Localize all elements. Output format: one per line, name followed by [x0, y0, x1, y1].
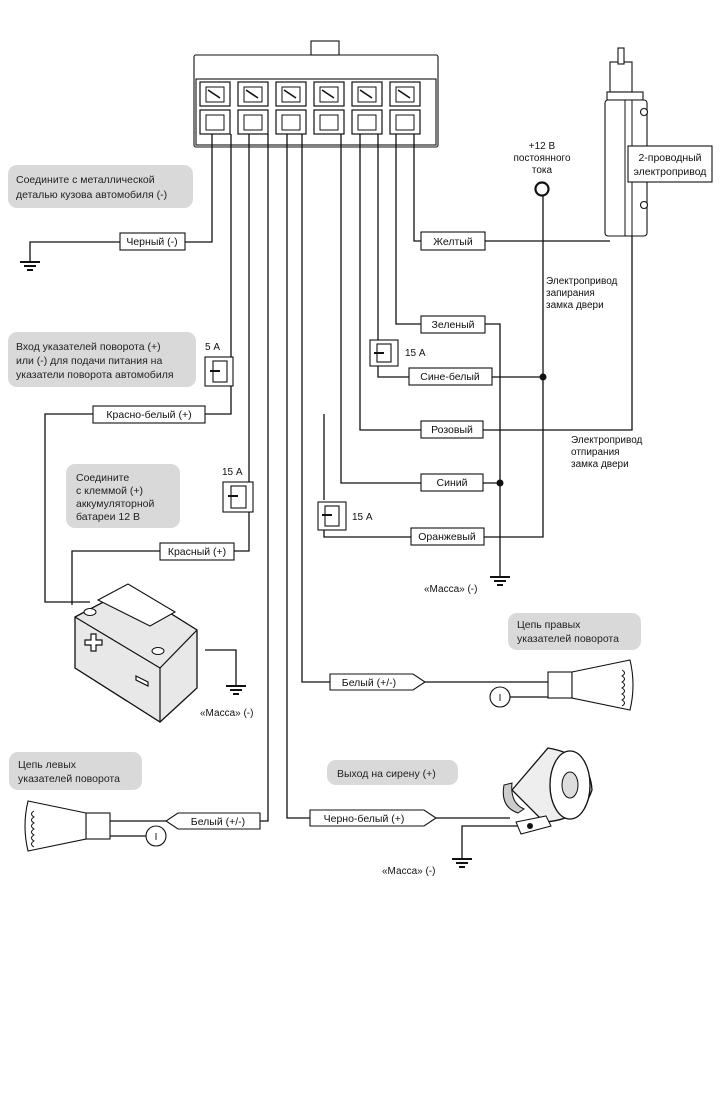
connector-pin-mark: [397, 89, 411, 99]
svg-text:указателей поворота: указателей поворота: [517, 633, 619, 645]
connector-pin-socket: [395, 114, 415, 131]
wire-blue-white-label: Сине-белый: [420, 371, 480, 383]
svg-text:аккумуляторной: аккумуляторной: [76, 498, 154, 510]
svg-text:Вход указателей поворота (+): Вход указателей поворота (+): [16, 341, 161, 353]
lock-label-line3: замка двери: [546, 300, 604, 311]
right-lamp-i-label: I: [499, 693, 502, 704]
svg-text:Выход на сирену (+): Выход на сирену (+): [337, 768, 436, 780]
fuse-15a-orange: 15 А: [317, 501, 373, 531]
note-left-turn: Цепь левых указателей поворота: [9, 752, 142, 790]
junction-dot: [539, 373, 547, 381]
plus12-label-line2: постоянного: [513, 153, 570, 164]
wire-green-label: Зеленый: [431, 319, 474, 331]
battery-terminal-plus: [83, 608, 97, 616]
ground-symbols: «Масса» (-) «Масса» (-) «Масса» (-): [20, 261, 520, 877]
svg-text:указателей поворота: указателей поворота: [18, 773, 120, 785]
battery: [74, 583, 198, 723]
svg-text:батареи 12 В: батареи 12 В: [76, 511, 140, 523]
wire-yellow-label: Желтый: [433, 236, 473, 248]
connector-pin-mark: [359, 89, 373, 99]
fuse-5a-label: 5 А: [205, 342, 220, 353]
ground-icon: [20, 261, 40, 271]
minus-icon: [135, 675, 149, 687]
svg-text:Цепь правых: Цепь правых: [517, 619, 581, 631]
connector-pin-mark: [207, 89, 221, 99]
unlock-label-line3: замка двери: [571, 459, 629, 470]
wire-red-label: Красный (+): [168, 546, 226, 558]
note-right-turn: Цепь правых указателей поворота: [508, 613, 641, 650]
connector-pin-socket: [319, 114, 339, 131]
left-lamp-i-label: I: [155, 832, 158, 843]
ground-icon: [452, 825, 520, 868]
wires: [29, 134, 633, 822]
right-turn-lamp: I: [425, 659, 634, 711]
note-siren: Выход на сирену (+): [327, 760, 458, 785]
connector-pin-socket: [205, 114, 225, 131]
connector-pin-socket: [281, 114, 301, 131]
fuses: 5 А 15 А 15 А 15 А: [204, 339, 426, 531]
wire-black-label: Черный (-): [126, 236, 177, 248]
battery-terminal-minus: [151, 647, 165, 655]
plus-icon: [84, 633, 103, 652]
fuse-5a: 5 А: [204, 342, 234, 387]
ground-icon: [205, 649, 246, 695]
connector-pin-mark: [321, 89, 335, 99]
siren: [440, 747, 593, 835]
note-turn-input: Вход указателей поворота (+) или (-) для…: [8, 332, 196, 387]
unlock-label-line2: отпирания: [571, 447, 620, 458]
plus12-label-line1: +12 В: [529, 141, 556, 152]
svg-text:деталью кузова автомобиля (-): деталью кузова автомобиля (-): [16, 189, 167, 201]
fuse-15a-blue-white-label: 15 А: [405, 348, 426, 359]
connector-pin-socket: [243, 114, 263, 131]
ground-label: «Масса» (-): [424, 584, 477, 595]
wire-pink-label: Розовый: [431, 424, 473, 436]
fuse-15a-blue-white: 15 А: [369, 339, 426, 367]
actuator-label-line1: 2-проводный: [638, 152, 701, 164]
connector-pin-mark: [245, 89, 259, 99]
door-actuator: 2-проводный электропривод: [604, 47, 713, 237]
svg-text:Соедините: Соедините: [76, 472, 129, 484]
left-turn-lamp: I: [24, 800, 167, 852]
wire-black-white-label: Черно-белый (+): [324, 813, 405, 825]
main-connector: [193, 40, 439, 148]
svg-text:Соедините с металлической: Соедините с металлической: [16, 174, 155, 186]
ground-label: «Масса» (-): [382, 866, 435, 877]
wire-white-right-label: Белый (+/-): [342, 677, 396, 689]
note-battery: Соедините с клеммой (+) аккумуляторной б…: [66, 464, 180, 528]
svg-text:указатели поворота автомобиля: указатели поворота автомобиля: [16, 369, 174, 381]
wire-white-left-label: Белый (+/-): [191, 816, 245, 828]
wire-orange-label: Оранжевый: [418, 531, 476, 543]
svg-text:или (-) для подачи питания на: или (-) для подачи питания на: [16, 355, 162, 367]
note-ground-body: Соедините с металлической деталью кузова…: [8, 165, 193, 208]
ground-icon: [490, 576, 510, 586]
connector-pin-socket: [357, 114, 377, 131]
power-terminal: [534, 181, 550, 197]
actuator-label-line2: электропривод: [634, 166, 707, 178]
lock-label-line1: Электропривод: [546, 276, 618, 287]
wire-labels: Черный (-) Красно-белый (+) Красный (+) …: [92, 231, 493, 830]
fuse-15a-red-label: 15 А: [222, 467, 243, 478]
fuse-15a-red: 15 А: [222, 467, 254, 513]
fuse-15a-orange-label: 15 А: [352, 512, 373, 523]
unlock-label-line1: Электропривод: [571, 435, 643, 446]
junction-dot: [496, 479, 504, 487]
lock-label-line2: запирания: [546, 288, 595, 299]
plus12-label-line3: тока: [532, 165, 553, 176]
connector-pin-mark: [283, 89, 297, 99]
svg-text:Цепь левых: Цепь левых: [18, 759, 77, 771]
ground-label: «Масса» (-): [200, 708, 253, 719]
wire-red-white-label: Красно-белый (+): [106, 409, 191, 421]
wire-blue-label: Синий: [437, 477, 468, 489]
svg-text:с клеммой (+): с клеммой (+): [76, 485, 143, 497]
